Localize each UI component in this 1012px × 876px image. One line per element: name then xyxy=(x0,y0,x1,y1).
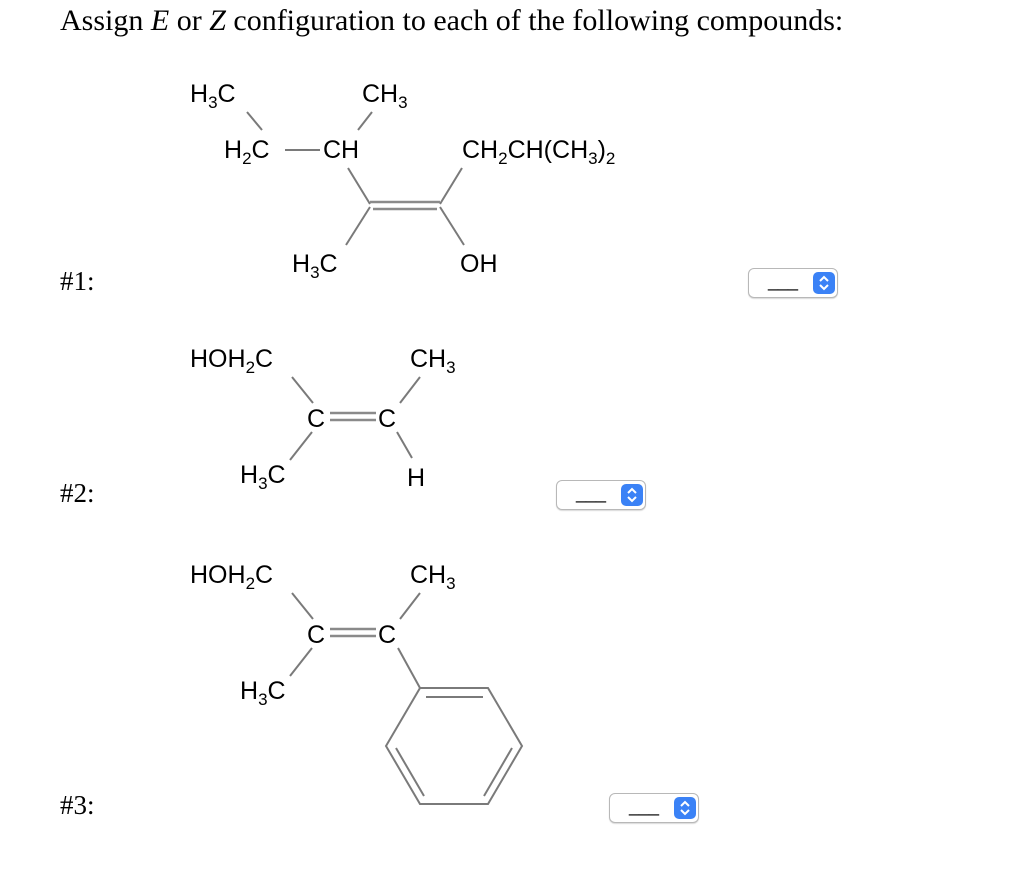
answer-select-3[interactable]: ___ xyxy=(609,793,699,823)
mol1-bond-a xyxy=(246,111,263,131)
mol1-bond-b xyxy=(357,111,373,131)
stepper-arrows-icon[interactable] xyxy=(621,484,643,506)
mol3-bond-to-ring xyxy=(397,647,421,689)
answer-2-value: ___ xyxy=(575,483,607,503)
stepper-arrows-icon[interactable] xyxy=(813,272,835,294)
answer-select-2[interactable]: ___ xyxy=(556,480,646,510)
mol2-ch3: CH3 xyxy=(410,345,456,377)
benzene-inner-bond-3 xyxy=(395,747,425,797)
mol3-hoh2c: HOH2C xyxy=(190,561,273,593)
mol1-right-group: CH2CH(CH3)2 xyxy=(462,136,615,168)
question-prompt: Assign E or Z configuration to each of t… xyxy=(60,4,843,38)
mol1-bond-f xyxy=(345,206,371,246)
answer-1-value: ___ xyxy=(767,271,799,291)
benzene-ring xyxy=(384,687,524,805)
mol3-ch3: CH3 xyxy=(410,561,456,593)
stepper-arrows-icon[interactable] xyxy=(674,797,696,819)
answer-select-1[interactable]: ___ xyxy=(748,268,838,298)
mol1-bond-g xyxy=(439,206,465,246)
benzene-inner-bond-2 xyxy=(483,747,513,797)
mol2-h3c: H3C xyxy=(240,461,286,493)
prompt-e: E xyxy=(150,4,170,37)
mol1-bond-d xyxy=(347,167,371,205)
mol2-hoh2c: HOH2C xyxy=(190,345,273,377)
mol3-h3c: H3C xyxy=(240,677,286,709)
mol2-c-left: C xyxy=(307,405,325,433)
mol2-bond-a xyxy=(291,376,314,404)
mol1-bond-e xyxy=(439,167,463,205)
prompt-text-3: configuration to each of the following c… xyxy=(225,4,844,37)
mol2-bond-c xyxy=(289,431,313,461)
prompt-z: Z xyxy=(209,4,226,37)
mol3-c-right: C xyxy=(378,621,396,649)
question-3-label: #3: xyxy=(60,790,95,820)
prompt-text-1: Assign xyxy=(60,4,151,37)
mol1-h3c-bottom: H3C xyxy=(292,250,338,282)
answer-3-value: ___ xyxy=(628,796,660,816)
mol2-bond-d xyxy=(396,431,413,459)
mol1-oh: OH xyxy=(460,250,498,278)
question-1-label: #1: xyxy=(60,266,95,296)
mol1-ch3-top: CH3 xyxy=(362,80,408,112)
prompt-text-2: or xyxy=(169,4,210,37)
mol2-c-right: C xyxy=(378,405,396,433)
mol3-c-left: C xyxy=(307,621,325,649)
mol2-h: H xyxy=(407,464,425,492)
mol1-h2c: H2C xyxy=(224,136,270,168)
mol3-bond-b xyxy=(399,592,421,620)
mol3-bond-c xyxy=(289,647,313,677)
mol2-bond-b xyxy=(399,376,421,404)
mol1-ch: CH xyxy=(323,136,359,164)
mol1-h3c-top: H3C xyxy=(190,80,236,112)
mol3-bond-a xyxy=(291,592,314,620)
question-2-label: #2: xyxy=(60,478,95,508)
